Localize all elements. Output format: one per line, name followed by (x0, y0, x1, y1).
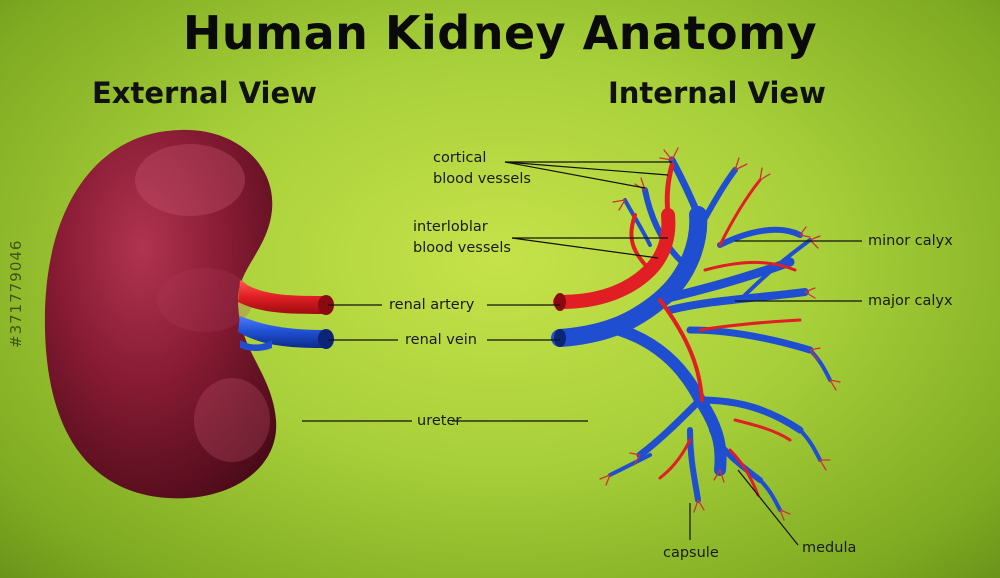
watermark-id: #371779046 (7, 239, 25, 348)
label-cortical-blood-vessels: cortical blood vessels (433, 148, 531, 190)
label-interlobular-line2: blood vessels (413, 240, 511, 256)
label-cortical-line2: blood vessels (433, 171, 531, 187)
external-renal-artery (238, 280, 334, 315)
label-minor-calyx: minor calyx (868, 233, 953, 249)
label-interlobular-blood-vessels: interloblar blood vessels (413, 217, 511, 259)
internal-view-title: Internal View (608, 76, 826, 110)
external-view-title: External View (92, 76, 317, 110)
page-title: Human Kidney Anatomy (182, 6, 818, 60)
leader-lines (302, 161, 862, 546)
label-ureter: ureter (417, 413, 462, 429)
label-renal-vein: renal vein (405, 332, 477, 348)
external-renal-vein (238, 316, 334, 351)
label-capsule: capsule (663, 545, 719, 561)
label-cortical-line1: cortical (433, 150, 487, 166)
label-major-calyx: major calyx (868, 293, 953, 309)
external-kidney (44, 129, 277, 499)
label-interlobular-line1: interloblar (413, 219, 488, 235)
label-renal-artery: renal artery (389, 297, 475, 313)
internal-vessel-tree (551, 147, 841, 521)
label-medula: medula (802, 540, 857, 556)
